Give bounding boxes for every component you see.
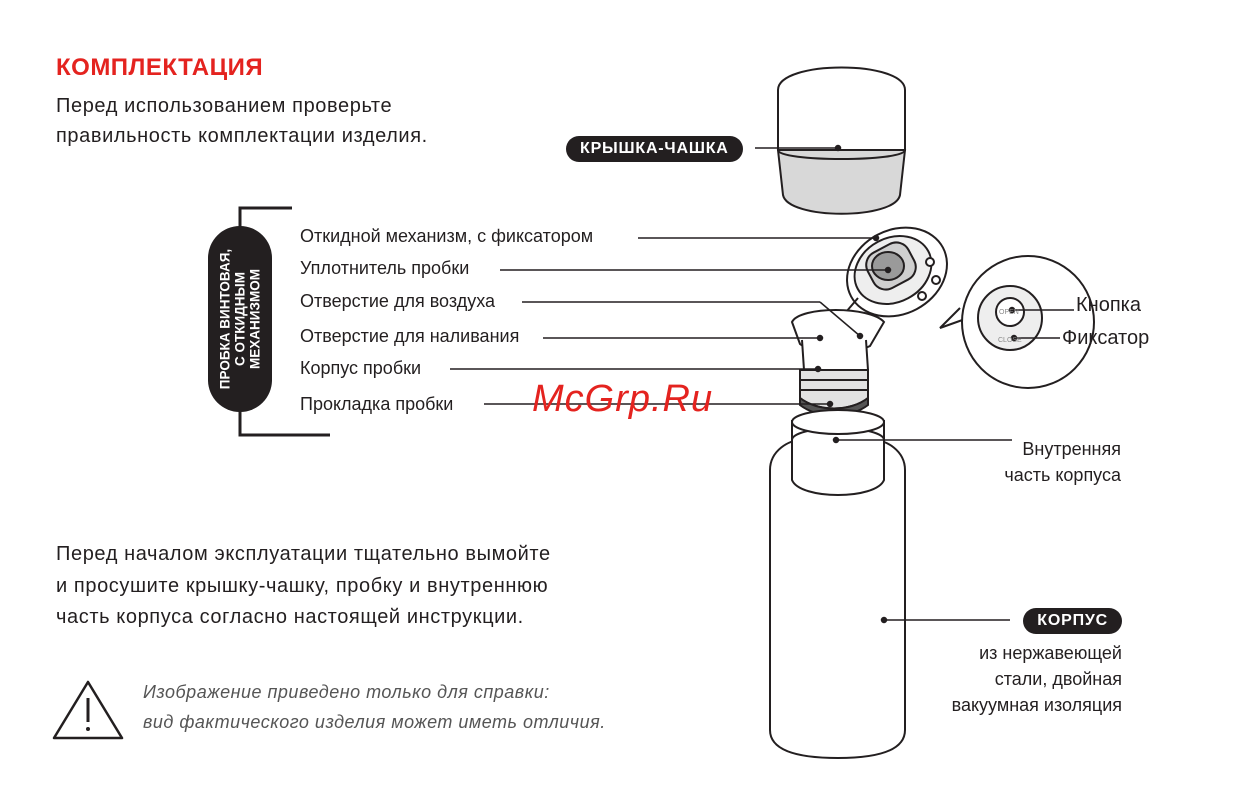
open-marking: OPEN bbox=[999, 309, 1019, 316]
inner-body-label: Внутренняя часть корпуса bbox=[1004, 436, 1121, 488]
intro-line-1: Перед использованием проверьте bbox=[56, 95, 393, 117]
part-label-flip-mechanism: Откидной механизм, с фиксатором bbox=[300, 226, 594, 246]
body-line-3: вакуумная изоляция bbox=[951, 695, 1122, 715]
flask-body-drawing bbox=[769, 409, 906, 760]
body-line-1: из нержавеющей bbox=[979, 643, 1122, 663]
page-title: КОМПЛЕКТАЦИЯ bbox=[56, 54, 264, 81]
lid-cup-label: КРЫШКА-ЧАШКА bbox=[566, 136, 743, 162]
intro-line-2: правильность комплектации изделия. bbox=[56, 125, 428, 147]
stopper-group-line-2: С ОТКИДНЫМ bbox=[232, 271, 248, 367]
lock-label: Фиксатор bbox=[1062, 327, 1150, 349]
stopper-group-badge: ПРОБКА ВИНТОВАЯ, С ОТКИДНЫМ МЕХАНИЗМОМ bbox=[208, 226, 272, 412]
care-line-2: и просушите крышку-чашку, пробку и внутр… bbox=[56, 575, 549, 597]
lock-detail-circle bbox=[939, 255, 1095, 389]
body-label: КОРПУС bbox=[1023, 608, 1122, 634]
stopper-group-line-3: МЕХАНИЗМОМ bbox=[247, 269, 263, 369]
part-label-gasket: Прокладка пробки bbox=[300, 394, 454, 414]
stopper-body-drawing bbox=[790, 309, 886, 417]
body-description: из нержавеющей стали, двойная вакуумная … bbox=[952, 640, 1122, 718]
close-marking: CLOSE bbox=[998, 337, 1022, 344]
part-label-stopper-body: Корпус пробки bbox=[300, 358, 422, 378]
part-label-seal: Уплотнитель пробки bbox=[300, 258, 470, 278]
button-label: Кнопка bbox=[1076, 294, 1141, 316]
body-line-2: стали, двойная bbox=[994, 669, 1122, 689]
flip-lid-drawing bbox=[845, 226, 948, 318]
part-label-pour-hole: Отверстие для наливания bbox=[300, 326, 520, 346]
part-label-air-hole: Отверстие для воздуха bbox=[300, 291, 496, 311]
care-line-3: часть корпуса согласно настоящей инструк… bbox=[56, 606, 524, 628]
care-line-1: Перед началом эксплуатации тщательно вым… bbox=[56, 543, 551, 565]
warning-note-line-1: Изображение приведено только для справки… bbox=[143, 682, 550, 702]
leader-lines bbox=[450, 144, 1074, 624]
warning-note-line-2: вид фактического изделия может иметь отл… bbox=[143, 712, 606, 732]
inner-body-line-1: Внутренняя bbox=[1022, 439, 1121, 459]
watermark: McGrp.Ru bbox=[532, 378, 714, 420]
stopper-group-line-1: ПРОБКА ВИНТОВАЯ, bbox=[217, 248, 233, 390]
lid-cup-drawing bbox=[776, 66, 907, 215]
warning-icon bbox=[52, 680, 124, 740]
inner-body-line-2: часть корпуса bbox=[1004, 465, 1121, 485]
